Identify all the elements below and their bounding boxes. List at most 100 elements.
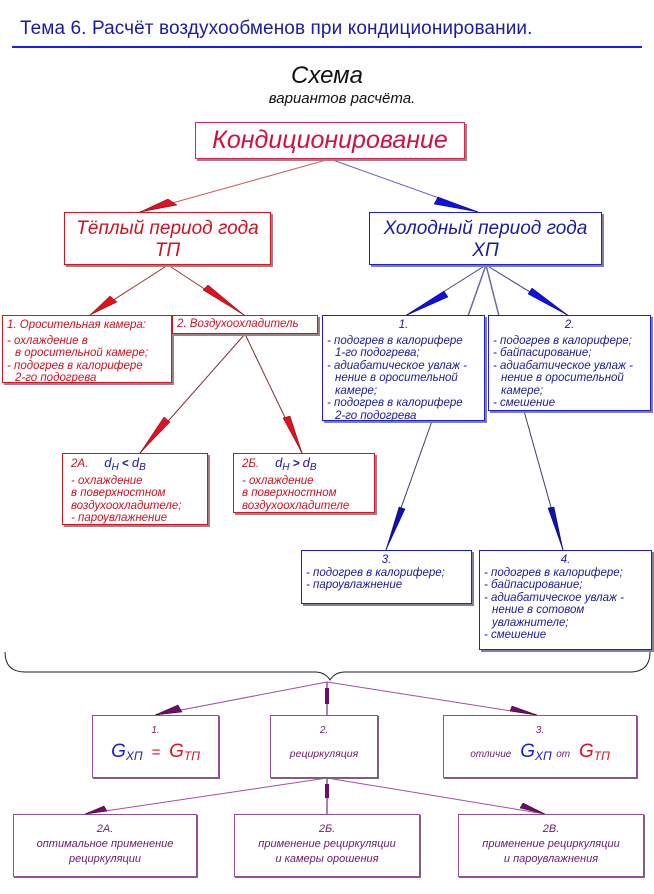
arrow-brace-to-result1 — [154, 704, 183, 716]
node-warm-period: Тёплый период года ТП — [64, 212, 271, 265]
node-result-recirculation: 2. рециркуляция — [270, 715, 378, 778]
condition-line: 2А. dН < dВ — [71, 455, 203, 475]
option-item: воздухоохладителе; — [71, 499, 182, 512]
node-recirc-2v: 2В. применение рециркуляции и пароувлажн… — [458, 814, 644, 877]
node-result-equal-flows: 1. GХП = GТП — [92, 715, 219, 778]
option-item: - смешение — [493, 397, 556, 409]
option-item: - смешение — [484, 629, 547, 641]
arrow-recirc-to-2b — [325, 784, 329, 798]
node-cold-option-2: 2. - подогрев в калорифере; - байпасиров… — [488, 315, 651, 411]
option-number: 1. — [398, 319, 409, 331]
connector-recirc-to-2a — [84, 777, 328, 815]
humidity-outdoor: dН — [104, 455, 119, 473]
arrow-warm-to-opt2 — [202, 284, 245, 316]
node-cold-option-4: 4. - подогрев в калорифере; - байпасиров… — [479, 550, 652, 650]
option-number: 2В. — [542, 823, 560, 835]
option-title: 1. Оросительная камера: — [7, 319, 146, 331]
arrow-cold-to-opt1 — [404, 290, 449, 317]
option-item: - подогрев в калорифере — [327, 397, 463, 409]
option-number: 2Б. — [242, 458, 260, 470]
option-number: 4. — [560, 554, 571, 566]
connector-cold-to-opt2-inner — [485, 264, 500, 317]
arrow-root-to-warm — [139, 198, 178, 213]
schema-title: Схема — [291, 62, 363, 89]
node-cold-option-1: 1. - подогрев в калорифере 1-го подогрев… — [322, 315, 485, 422]
option-number: 1. — [151, 725, 160, 736]
grouping-brace — [4, 651, 651, 681]
option-item: и камеры орошения — [275, 853, 379, 865]
option-item: оптимальное применение — [36, 838, 174, 850]
arrow-root-to-cold — [433, 196, 479, 213]
option-item: - адиабатическое увлаж - — [493, 359, 633, 372]
arrow-brace-to-result2 — [325, 688, 329, 704]
option-item: воздухоохладителе — [242, 499, 350, 512]
humidity-outdoor: dН — [275, 455, 290, 473]
comparison-operator: > — [292, 458, 300, 470]
option-item: и пароувлажнения — [503, 853, 599, 865]
condition-line: 2Б. dН > dВ — [242, 455, 370, 475]
option-item: 1-го подогрева; — [335, 347, 420, 359]
option-item: - адиабатическое увлаж - — [327, 359, 467, 372]
option-item: - подогрев в калорифере; — [484, 566, 623, 579]
formula-different: отличие GХП от GТП — [470, 741, 610, 763]
warm-period-title: Тёплый период года — [76, 218, 259, 239]
option-item: применение рециркуляции — [482, 838, 620, 850]
option-number: 2Б. — [318, 823, 336, 835]
arrow-brace-to-result3 — [509, 705, 538, 716]
humidity-indoor: dВ — [302, 455, 317, 473]
option-number: 2. — [564, 319, 575, 331]
option-item: - подогрев в калорифере; — [306, 566, 445, 579]
option-item: применение рециркуляции — [258, 838, 396, 850]
option-item: - охлаждение — [242, 474, 314, 487]
option-number: 2А. — [71, 458, 89, 470]
option-number: 2. — [319, 725, 329, 736]
arrow-recirc-to-2a — [84, 805, 108, 815]
page-title: Тема 6. Расчёт воздухообменов при кондиц… — [20, 18, 533, 39]
option-item: - подогрев в калорифере — [7, 359, 143, 372]
node-recirc-2b: 2Б. применение рециркуляции и камеры оро… — [234, 814, 420, 877]
formula-equal: GХП = GТП — [111, 741, 200, 763]
option-item: - пароувлажнение — [306, 579, 403, 591]
option-item: - пароувлажнение — [71, 512, 168, 524]
node-result-different-flows: 3. отличие GХП от GТП — [443, 715, 637, 778]
node-cold-period: Холодный период года ХП — [369, 212, 602, 265]
option-item: 2-го подогрева — [15, 372, 97, 384]
arrow-cold-to-opt2 — [527, 287, 570, 317]
option-item: камере; — [501, 384, 544, 397]
result-label: рециркуляция — [289, 748, 359, 760]
arrow-opt2-to-2b — [282, 415, 303, 454]
humidity-indoor: dВ — [131, 455, 146, 473]
option-item: - байпасирование; — [493, 347, 592, 359]
option-item: - адиабатическое увлаж - — [484, 591, 624, 604]
arrow-cold-opt2-to-4 — [547, 506, 564, 551]
option-item: - подогрев в калорифере — [327, 334, 463, 347]
connector-cold-to-opt1-inner — [467, 264, 487, 317]
option-item: нение в сотовом — [492, 604, 585, 616]
node-conditioning: Кондиционирование — [195, 122, 465, 159]
arrow-opt2-to-2a — [139, 416, 171, 454]
comparison-operator: < — [121, 458, 129, 470]
option-number: 3. — [381, 554, 392, 566]
option-item: - охлаждение в — [7, 334, 88, 347]
node-warm-option-spray-chamber: 1. Оросительная камера: - охлаждение в в… — [2, 315, 172, 384]
node-recirc-2a: 2А. оптимальное применение рециркуляции — [13, 814, 197, 877]
connector-brace-to-result3 — [326, 681, 538, 716]
option-number: 3. — [535, 725, 545, 736]
option-item: увлажнителе; — [492, 616, 569, 629]
arrow-recirc-to-2v — [519, 802, 546, 815]
title-divider — [12, 46, 642, 48]
schema-subtitle: вариантов расчёта. — [268, 90, 416, 107]
option-item: камере; — [335, 384, 378, 397]
option-item: - подогрев в калорифере; — [493, 334, 632, 347]
node-cold-option-3: 3. - подогрев в калорифере; - пароувлажн… — [301, 550, 472, 604]
cold-period-title: Холодный период года — [383, 218, 588, 239]
option-item: - охлаждение — [71, 474, 143, 487]
arrow-cold-opt1-to-3 — [385, 506, 406, 551]
connector-brace-to-result1 — [154, 681, 328, 716]
option-item: в поверхностном — [242, 487, 337, 499]
option-item: в поверхностном — [71, 487, 166, 499]
node-warm-option-air-cooler: 2. Воздухоохладитель — [172, 315, 318, 334]
warm-period-abbr: ТП — [154, 240, 181, 261]
cold-period-abbr: ХП — [472, 240, 499, 261]
